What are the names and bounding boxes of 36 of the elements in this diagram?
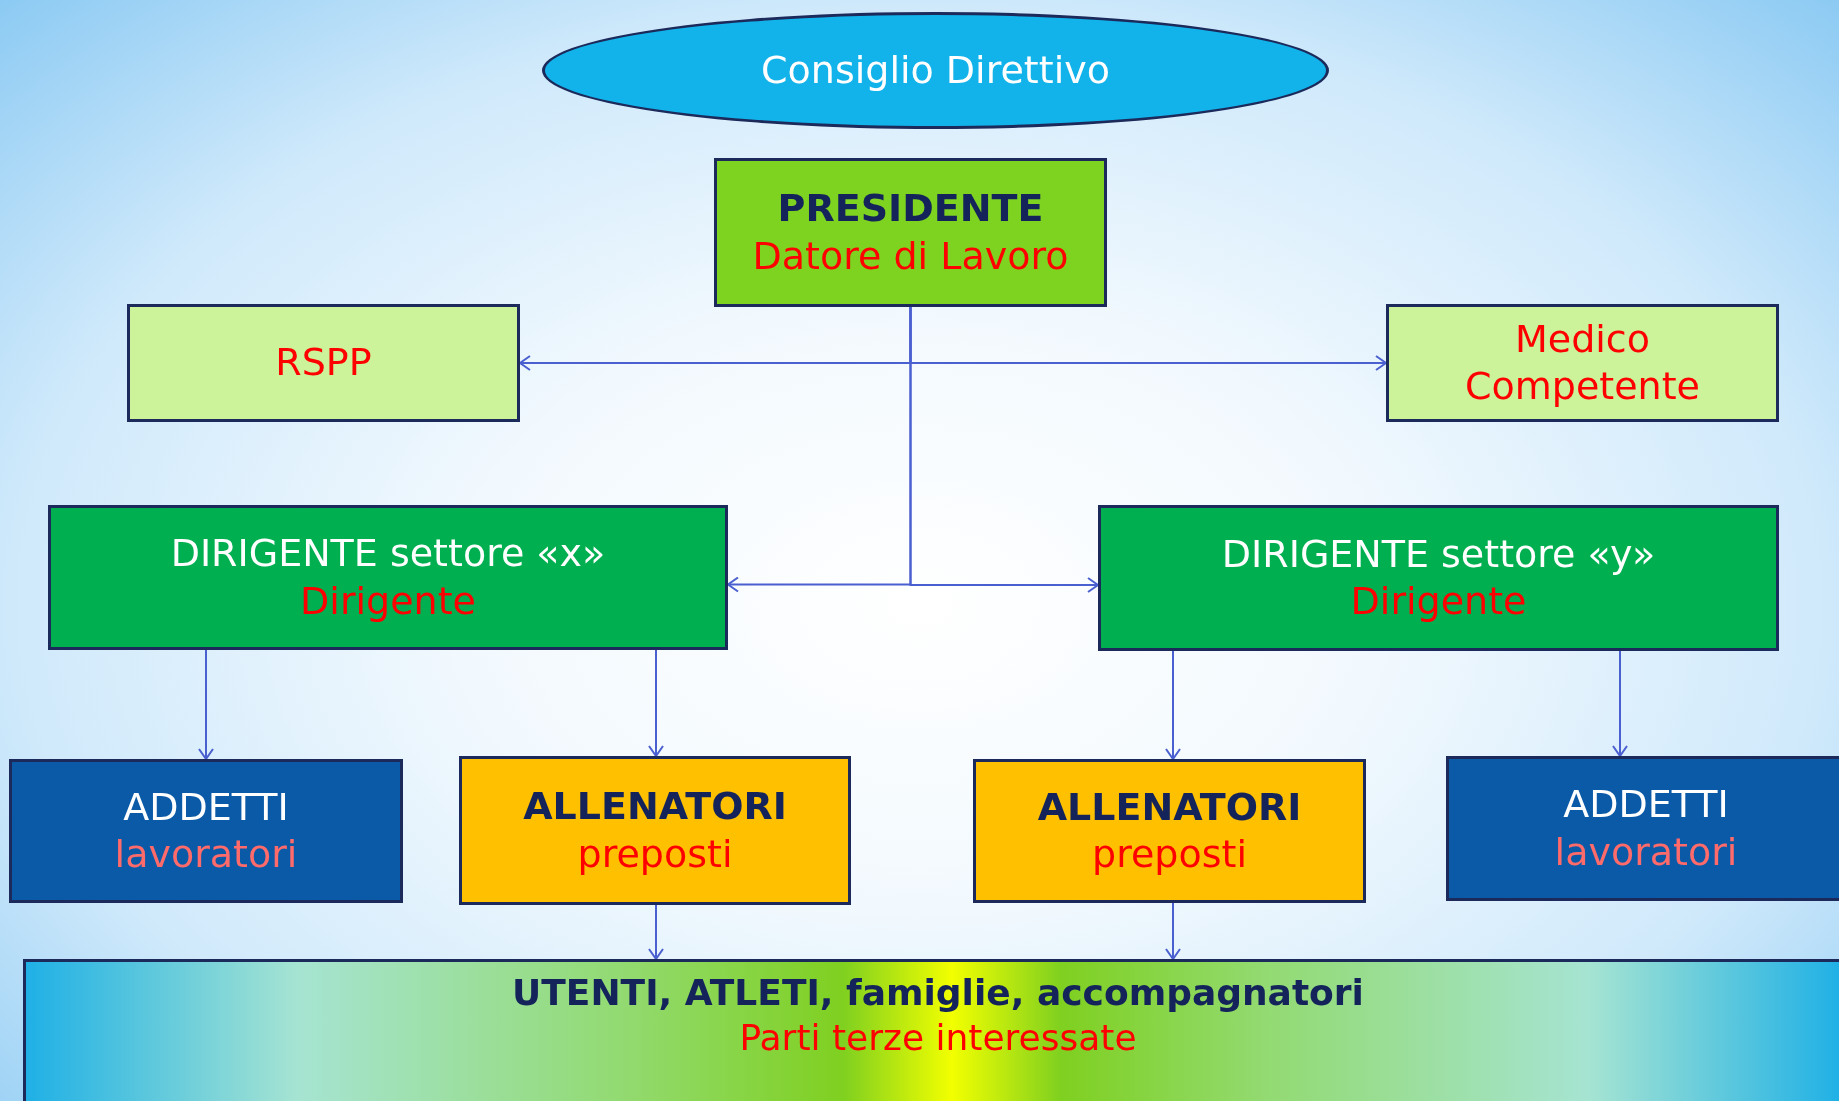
staff-box: [9, 759, 403, 903]
arrow: [198, 649, 214, 760]
manager-box: [48, 505, 728, 650]
role-title: DIRIGENTE settore «x»: [170, 530, 606, 577]
role-subtitle: Parti terze interessate: [738, 1016, 1138, 1060]
role-title: DIRIGENTE settore «y»: [1221, 530, 1656, 578]
stakeholders-band: [23, 959, 1839, 1101]
staff-box: [1446, 756, 1839, 901]
role-title: ADDETTI: [1563, 781, 1729, 828]
role-subtitle: lavoratori: [114, 831, 298, 878]
arrow: [1165, 902, 1181, 960]
arrow: [648, 649, 664, 757]
coach-box: [459, 756, 851, 905]
role-title: RSPP: [275, 339, 372, 387]
role-title: ALLENATORI: [1037, 783, 1302, 831]
arrow: [1612, 650, 1628, 757]
role-subtitle: lavoratori: [1554, 828, 1738, 876]
role-subtitle: Datore di Lavoro: [752, 232, 1069, 280]
role-title: Medico Competente: [1464, 315, 1701, 410]
rspp-box: [127, 304, 520, 422]
arrow: [648, 904, 664, 960]
arrow: [1165, 650, 1181, 760]
role-title: Consiglio Direttivo: [761, 46, 1110, 94]
arrow: [909, 306, 1099, 593]
coach-box: [973, 759, 1366, 903]
role-subtitle: Dirigente: [1350, 578, 1527, 625]
doctor-box: [1386, 304, 1779, 422]
role-title: PRESIDENTE: [777, 185, 1044, 232]
role-title: UTENTI, ATLETI, famiglie, accompagnatori: [511, 971, 1365, 1015]
manager-box: [1098, 505, 1779, 651]
president-box: [714, 158, 1107, 307]
role-subtitle: preposti: [577, 830, 733, 878]
role-title: ALLENATORI: [523, 783, 787, 830]
role-subtitle: Dirigente: [300, 577, 476, 625]
role-subtitle: preposti: [1092, 831, 1247, 878]
role-title: ADDETTI: [123, 783, 289, 831]
